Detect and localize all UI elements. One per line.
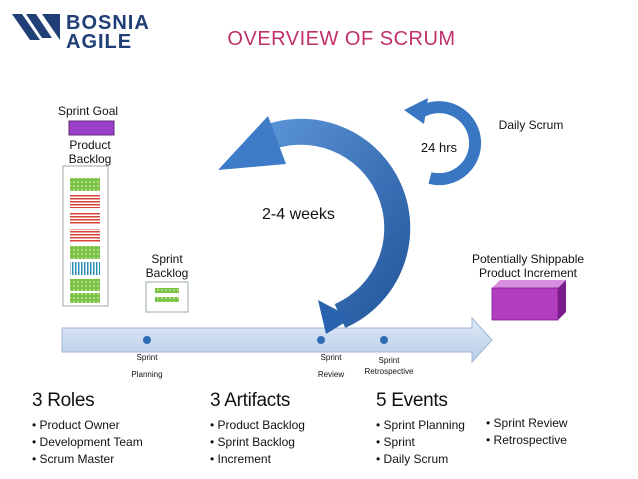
retro-line1: Sprint bbox=[378, 356, 400, 365]
timeline-label-review: Sprint Review bbox=[296, 352, 366, 380]
events-heading: 5 Events bbox=[376, 390, 448, 411]
planning-line1: Sprint bbox=[136, 353, 158, 362]
sprint-entry-arrowhead bbox=[318, 300, 352, 334]
brand-name: BOSNIA AGILE bbox=[66, 12, 150, 53]
list-item: Retrospective bbox=[486, 432, 616, 449]
product-backlog-label-line2: Backlog bbox=[68, 152, 112, 166]
timeline-marker-retro bbox=[380, 336, 388, 344]
increment-label-line2: Product Increment bbox=[478, 266, 578, 280]
scrum-diagram bbox=[61, 98, 566, 364]
page-title: OVERVIEW OF SCRUM bbox=[227, 28, 456, 50]
list-item: Sprint bbox=[376, 434, 486, 451]
roles-list: Product Owner Development Team Scrum Mas… bbox=[32, 417, 202, 468]
list-item: Sprint Planning bbox=[376, 417, 486, 434]
product-backlog-label: Product Backlog bbox=[50, 138, 130, 166]
sprint-backlog-label-line2: Backlog bbox=[145, 266, 189, 280]
timeline-arrow bbox=[61, 316, 493, 364]
roles-heading: 3 Roles bbox=[32, 390, 95, 411]
timeline-marker-review bbox=[317, 336, 325, 344]
list-item: Scrum Master bbox=[32, 451, 202, 468]
list-item: Product Owner bbox=[32, 417, 202, 434]
list-item: Sprint Backlog bbox=[210, 434, 360, 451]
brand-line-1: BOSNIA bbox=[66, 12, 150, 34]
list-item: Product Backlog bbox=[210, 417, 360, 434]
brand-line-2: AGILE bbox=[66, 31, 133, 53]
sprint-cycle-arrow bbox=[256, 118, 411, 328]
product-backlog-label-line1: Product bbox=[69, 138, 111, 152]
sprint-goal-box bbox=[68, 120, 115, 136]
list-item: Increment bbox=[210, 451, 360, 468]
daily-duration-label: 24 hrs bbox=[420, 140, 458, 155]
artifacts-section: 3 Artifacts Product Backlog Sprint Backl… bbox=[210, 390, 360, 468]
list-item: Daily Scrum bbox=[376, 451, 486, 468]
list-item: Development Team bbox=[32, 434, 202, 451]
events-list-2: Sprint Review Retrospective bbox=[486, 415, 616, 449]
cycle-duration-label: 2-4 weeks bbox=[262, 206, 335, 223]
increment-box-side bbox=[558, 280, 566, 320]
sprint-backlog-label: Sprint Backlog bbox=[132, 252, 202, 280]
increment-label: Potentially Shippable Product Increment bbox=[458, 252, 598, 280]
review-line2: Review bbox=[317, 370, 345, 379]
brand-logo-icon bbox=[12, 14, 60, 40]
events-list-1: Sprint Planning Sprint Daily Scrum bbox=[376, 417, 486, 468]
sprint-cycle-arrowhead bbox=[218, 116, 286, 170]
artifacts-heading: 3 Artifacts bbox=[210, 390, 291, 411]
increment-box-top bbox=[492, 280, 566, 288]
sprint-goal-label: Sprint Goal bbox=[58, 104, 119, 118]
increment-label-line1: Potentially Shippable bbox=[471, 252, 585, 266]
daily-scrum-label: Daily Scrum bbox=[498, 118, 564, 132]
timeline-label-retro: Sprint Retrospective bbox=[354, 355, 424, 377]
retro-line2: Retrospective bbox=[364, 367, 414, 376]
daily-cycle-arrowhead bbox=[404, 98, 428, 124]
list-item: Sprint Review bbox=[486, 415, 616, 432]
review-line1: Sprint bbox=[320, 353, 342, 362]
planning-line2: Planning bbox=[131, 370, 163, 379]
artifacts-list: Product Backlog Sprint Backlog Increment bbox=[210, 417, 360, 468]
daily-cycle-arrow bbox=[414, 101, 482, 186]
roles-section: 3 Roles Product Owner Development Team S… bbox=[32, 390, 202, 468]
events-section: 5 Events Sprint Planning Sprint Daily Sc… bbox=[376, 390, 626, 466]
timeline-label-planning: Sprint Planning bbox=[112, 352, 182, 380]
timeline-marker-planning bbox=[143, 336, 151, 344]
increment-box-front bbox=[491, 287, 559, 321]
sprint-backlog-label-line1: Sprint bbox=[151, 252, 183, 266]
